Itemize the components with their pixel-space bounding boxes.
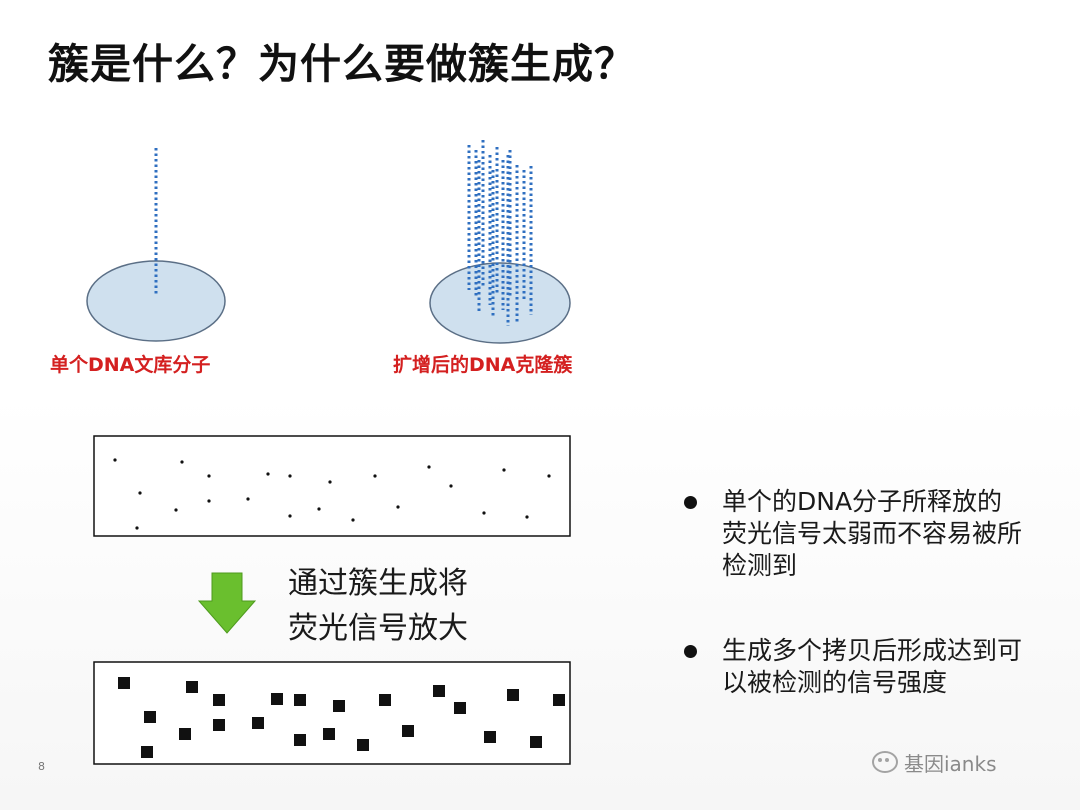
flowcell-surface-right: [429, 262, 571, 344]
signal-dot: [396, 505, 400, 509]
signal-dot: [113, 458, 117, 462]
amplify-line-2: 荧光信号放大: [288, 611, 468, 646]
bullet-text: 生成多个拷贝后形成达到可以被检测的信号强度: [722, 636, 1023, 697]
signal-square: [433, 685, 445, 697]
caption-single-molecule: 单个DNA文库分子: [50, 354, 211, 376]
bullet-item: 单个的DNA分子所释放的荧光信号太弱而不容易被所检测到: [684, 486, 1024, 582]
signal-square: [357, 739, 369, 751]
signal-dot: [266, 472, 270, 476]
signal-dot: [288, 474, 292, 478]
wechat-icon: [872, 751, 898, 773]
signal-square: [294, 694, 306, 706]
bullet-list: 单个的DNA分子所释放的荧光信号太弱而不容易被所检测到 生成多个拷贝后形成达到可…: [684, 486, 1024, 752]
signal-dot: [207, 499, 211, 503]
slide-title: 簇是什么？为什么要做簇生成？: [48, 40, 636, 88]
weak-signal-panel: [93, 435, 571, 537]
signal-dot: [246, 497, 250, 501]
watermark: 基因ianks: [872, 750, 997, 776]
strong-signal-squares: [118, 677, 565, 758]
signal-dot: [135, 526, 139, 530]
watermark-text: 基因ianks: [904, 751, 997, 776]
signal-square: [323, 728, 335, 740]
dna-strands-cluster: [467, 140, 533, 326]
flowcell-surface-left: [86, 260, 226, 342]
signal-dot: [449, 484, 453, 488]
page-number: 8: [38, 760, 45, 773]
signal-square: [553, 694, 565, 706]
signal-dot: [174, 508, 178, 512]
signal-square: [507, 689, 519, 701]
signal-square: [144, 711, 156, 723]
signal-dot: [207, 474, 211, 478]
bullet-dot-icon: [684, 496, 697, 509]
caption-amplified-cluster: 扩增后的DNA克隆簇: [393, 354, 573, 376]
signal-dot: [288, 514, 292, 518]
signal-square: [179, 728, 191, 740]
signal-square: [141, 746, 153, 758]
amplify-arrow-icon: [197, 572, 257, 634]
signal-square: [333, 700, 345, 712]
strong-signal-panel: [93, 661, 571, 765]
signal-dot: [328, 480, 332, 484]
signal-square: [271, 693, 283, 705]
signal-square: [294, 734, 306, 746]
bullet-dot-icon: [684, 645, 697, 658]
signal-dot: [427, 465, 431, 469]
signal-dot: [482, 511, 486, 515]
signal-square: [402, 725, 414, 737]
signal-square: [484, 731, 496, 743]
signal-dot: [138, 491, 142, 495]
signal-dot: [502, 468, 506, 472]
signal-dot: [373, 474, 377, 478]
signal-dot: [351, 518, 355, 522]
amplify-line-1: 通过簇生成将: [288, 566, 468, 601]
signal-square: [252, 717, 264, 729]
signal-dot: [547, 474, 551, 478]
signal-square: [118, 677, 130, 689]
signal-dot: [180, 460, 184, 464]
signal-square: [213, 694, 225, 706]
weak-signal-dots: [113, 458, 551, 530]
signal-square: [186, 681, 198, 693]
signal-dot: [525, 515, 529, 519]
signal-square: [213, 719, 225, 731]
bullet-text: 单个的DNA分子所释放的荧光信号太弱而不容易被所检测到: [722, 487, 1023, 580]
amplify-description: 通过簇生成将 荧光信号放大: [288, 561, 468, 651]
signal-square: [530, 736, 542, 748]
signal-square: [379, 694, 391, 706]
bullet-item: 生成多个拷贝后形成达到可以被检测的信号强度: [684, 635, 1024, 699]
signal-square: [454, 702, 466, 714]
signal-dot: [317, 507, 321, 511]
